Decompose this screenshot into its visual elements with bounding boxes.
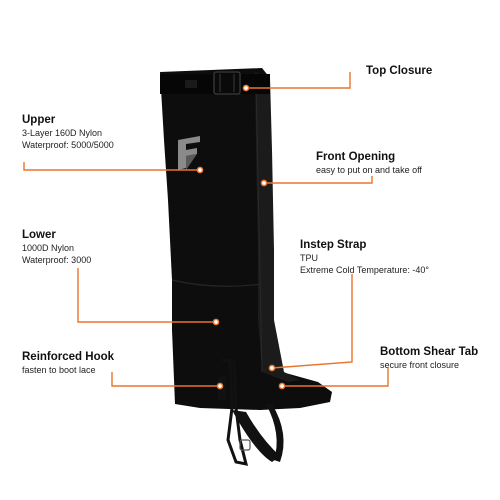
- upper-title: Upper: [22, 114, 56, 126]
- callout-upper: Upper 3-Layer 160D Nylon Waterproof: 500…: [22, 113, 114, 151]
- line-top-closure: [246, 72, 351, 89]
- line-front-opening: [264, 176, 373, 184]
- front-opening-desc: easy to put on and take off: [316, 164, 422, 175]
- upper-waterproof: Waterproof: 5000/5000: [22, 139, 114, 150]
- callout-reinforced-hook: Reinforced Hook fasten to boot lace: [22, 350, 114, 377]
- front-opening-title: Front Opening: [316, 151, 396, 163]
- bottom-shear-tab-desc: secure front closure: [380, 359, 460, 370]
- lower-title: Lower: [22, 229, 56, 241]
- callout-bottom-shear-tab: Bottom Shear Tab secure front closure: [380, 345, 478, 372]
- upper-material: 3-Layer 160D Nylon: [22, 127, 103, 138]
- instep-strap-material: TPU: [300, 252, 318, 263]
- instep-strap-temperature: Extreme Cold Temperature: -40°: [300, 264, 429, 275]
- callout-lower: Lower 1000D Nylon Waterproof: 3000: [22, 228, 91, 266]
- line-upper: [23, 162, 200, 171]
- callout-front-opening: Front Opening easy to put on and take of…: [316, 150, 422, 177]
- lower-material: 1000D Nylon: [22, 242, 75, 253]
- top-closure-buckle: [213, 71, 241, 95]
- bottom-shear-tab-title: Bottom Shear Tab: [380, 346, 479, 358]
- callout-top-closure: Top Closure: [366, 64, 432, 79]
- line-lower: [77, 268, 216, 323]
- line-bottom-shear-tab: [282, 368, 389, 387]
- brand-f-logo-icon: [178, 136, 200, 170]
- front-opening-flap: [255, 72, 300, 382]
- upper-lower-seam: [171, 279, 263, 287]
- instep-strap-title: Instep Strap: [300, 239, 367, 251]
- line-instep-strap: [271, 274, 353, 369]
- instep-strap-end: [266, 404, 284, 462]
- callout-dots: [196, 84, 286, 390]
- reinforced-hook-title: Reinforced Hook: [22, 351, 115, 363]
- top-loop: [185, 80, 197, 88]
- instep-strap: [232, 410, 280, 462]
- line-reinforced-hook: [111, 372, 220, 387]
- gaiter-body: [160, 68, 332, 410]
- top-closure-title: Top Closure: [366, 65, 433, 77]
- callout-instep-strap: Instep Strap TPU Extreme Cold Temperatur…: [300, 238, 429, 276]
- reinforced-hook-desc: fasten to boot lace: [22, 364, 96, 375]
- lower-waterproof: Waterproof: 3000: [22, 254, 92, 265]
- callout-lines: [23, 72, 389, 387]
